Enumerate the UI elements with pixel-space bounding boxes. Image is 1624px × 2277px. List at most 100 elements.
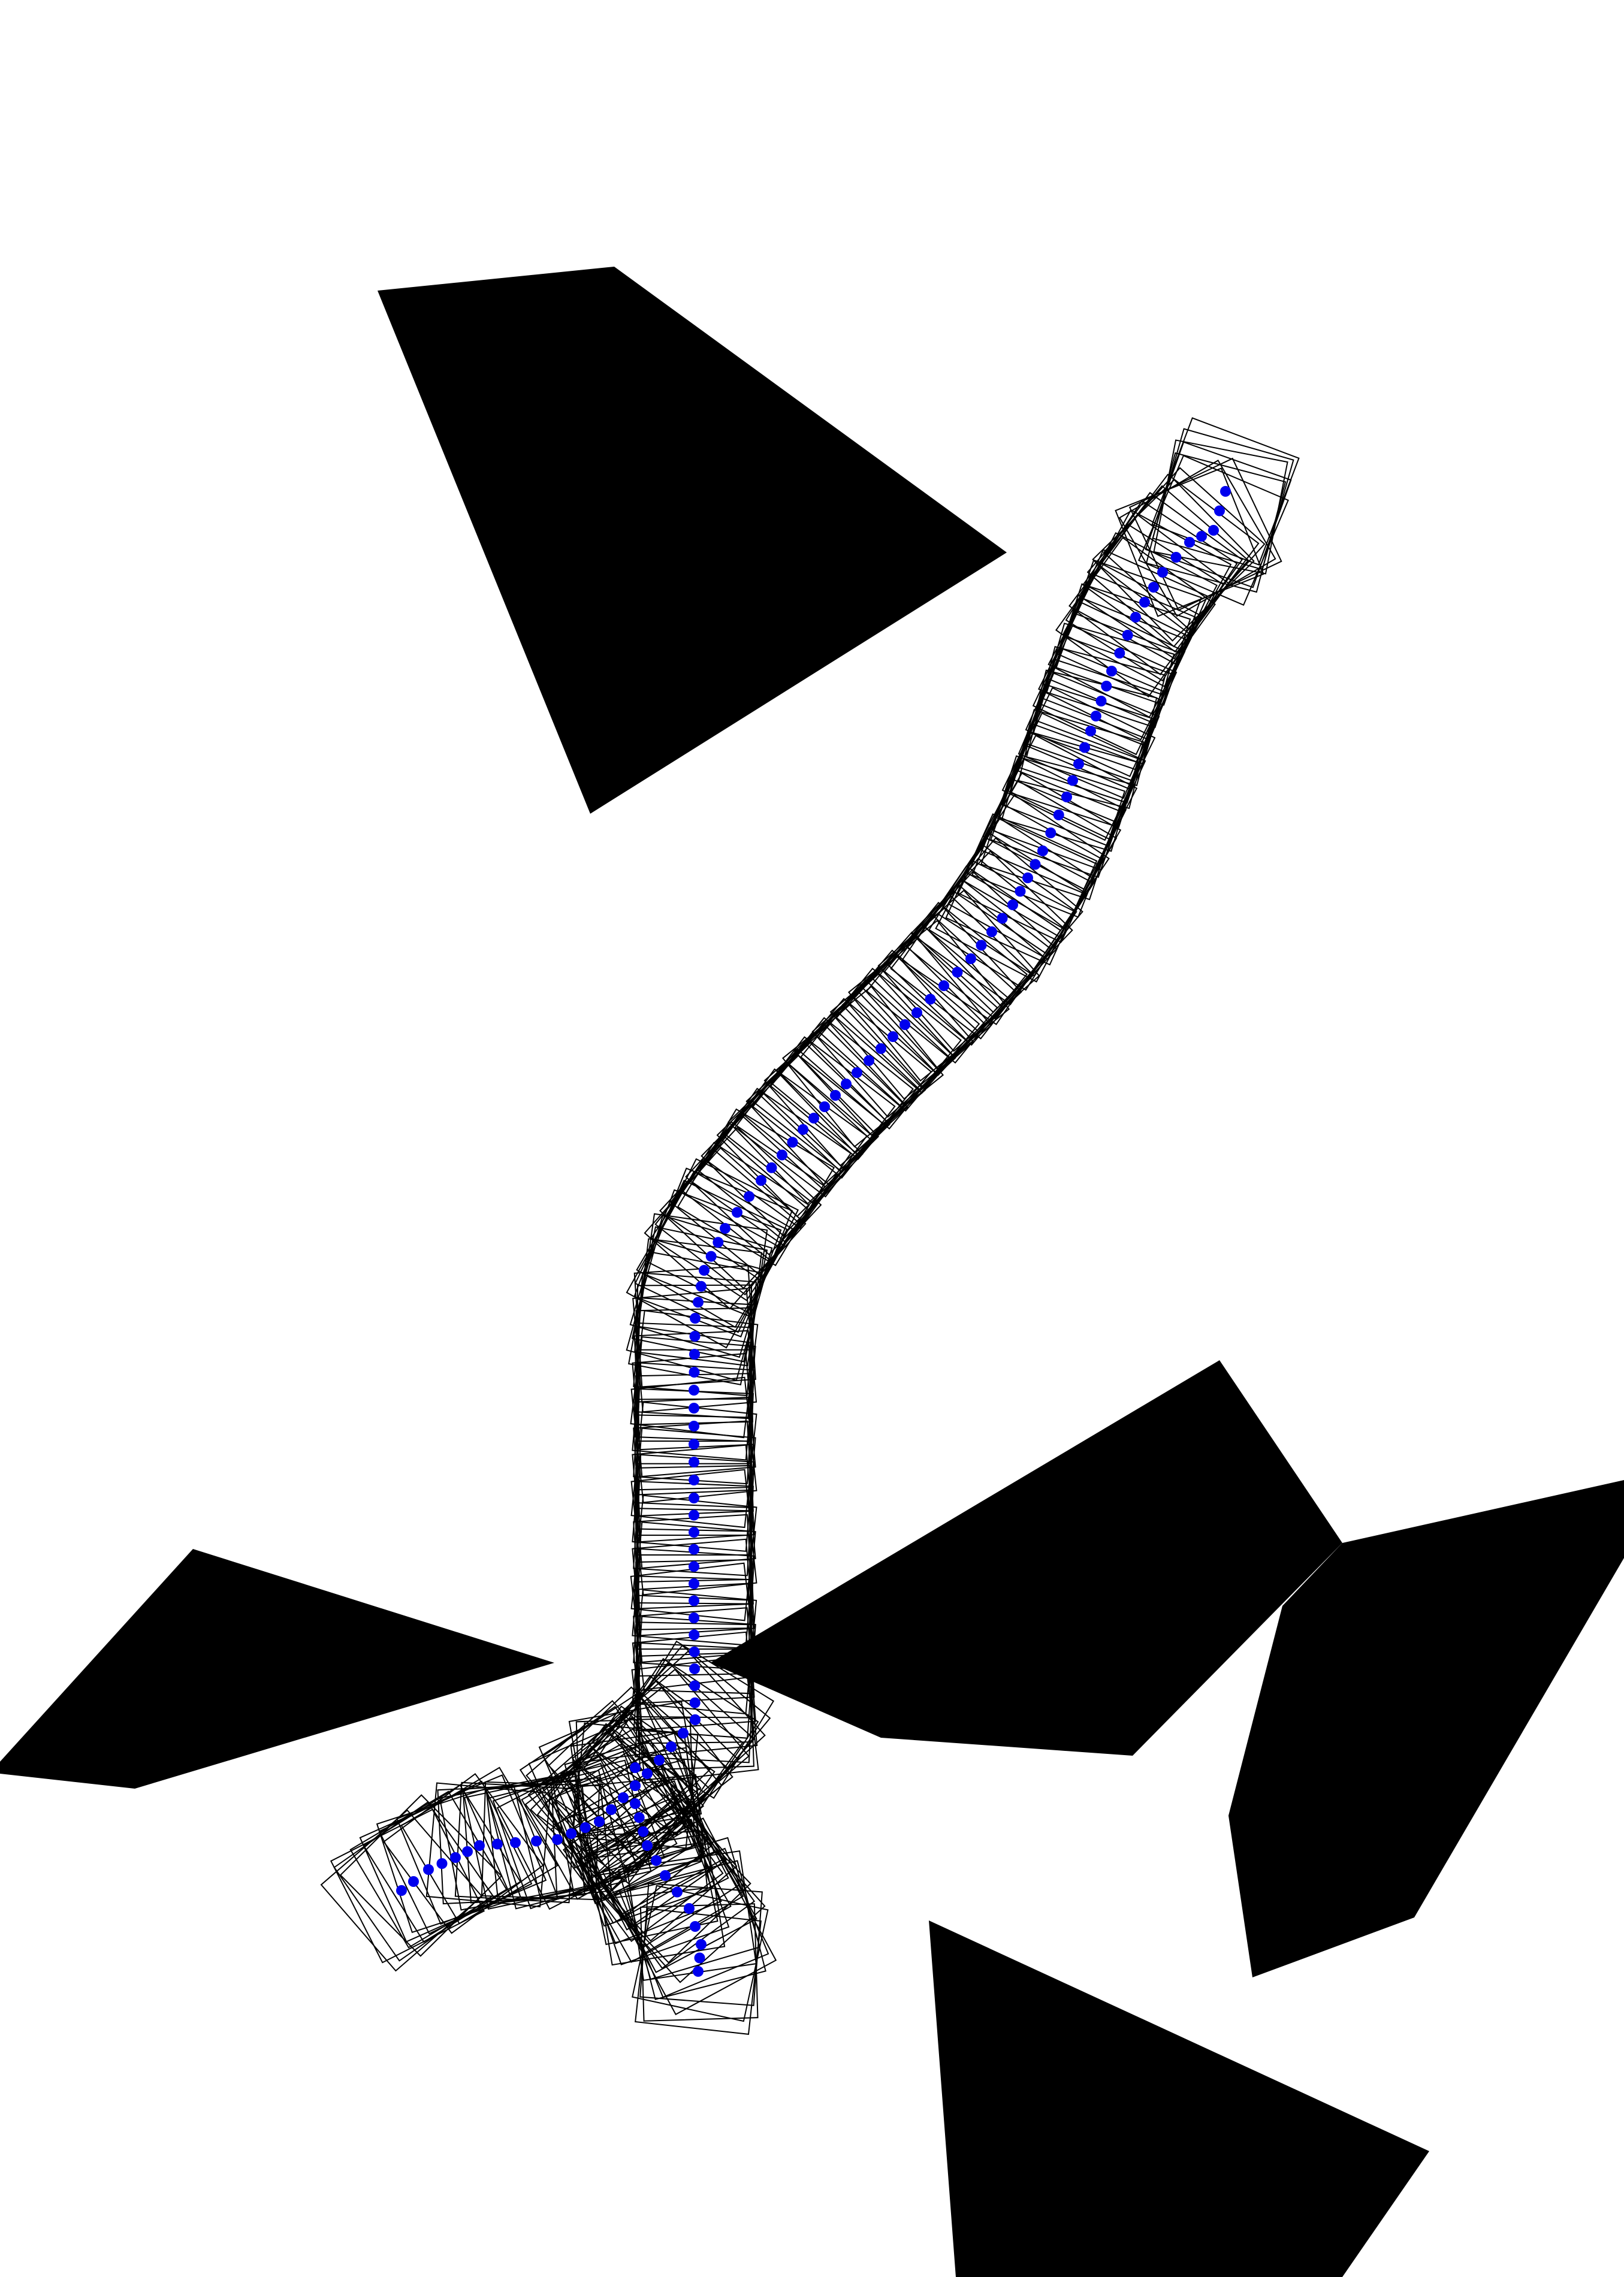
path-waypoint — [689, 1697, 701, 1708]
path-waypoint — [830, 1090, 841, 1101]
path-waypoint — [1061, 792, 1072, 802]
path-waypoint — [732, 1207, 742, 1218]
path-waypoint — [689, 1509, 699, 1521]
path-waypoint — [965, 953, 976, 964]
path-waypoint — [1130, 612, 1141, 623]
path-waypoint — [694, 1952, 705, 1964]
robot-footprint — [635, 1508, 753, 1626]
robot-footprint-layer — [320, 417, 1300, 2035]
path-waypoint — [510, 1837, 521, 1848]
path-waypoint — [1101, 681, 1112, 691]
path-waypoint — [684, 1903, 695, 1914]
path-waypoint — [672, 1886, 683, 1898]
path-waypoint — [693, 1297, 704, 1308]
path-waypoint — [642, 1840, 653, 1851]
path-waypoint — [899, 1019, 910, 1030]
path-waypoint — [938, 980, 949, 991]
path-waypoint — [492, 1838, 503, 1850]
path-waypoint — [1184, 537, 1195, 548]
path-waypoint — [423, 1864, 434, 1875]
path-waypoint — [1053, 810, 1064, 820]
path-waypoint — [696, 1281, 707, 1292]
path-waypoint — [1170, 552, 1182, 563]
path-waypoint — [699, 1265, 710, 1276]
path-waypoint — [808, 1113, 819, 1124]
path-waypoint — [1015, 886, 1026, 897]
path-waypoint-layer — [396, 486, 1231, 1977]
path-waypoint — [986, 926, 997, 937]
path-waypoint — [1067, 775, 1078, 786]
path-waypoint — [1030, 859, 1041, 870]
path-waypoint — [651, 1855, 662, 1866]
obstacle-center-right — [710, 1360, 1342, 1756]
robot-footprint — [1078, 500, 1238, 660]
path-waypoint — [1045, 828, 1056, 838]
path-waypoint — [689, 1457, 699, 1467]
obstacle-layer — [0, 267, 1624, 2277]
path-waypoint — [952, 967, 963, 978]
path-waypoint — [630, 1798, 641, 1809]
path-waypoint — [689, 1612, 699, 1623]
robot-footprint — [1151, 417, 1300, 566]
robot-footprint — [333, 1801, 494, 1962]
path-waypoint — [693, 1966, 704, 1977]
robot-footprint — [1001, 697, 1151, 847]
path-waypoint — [678, 1728, 689, 1739]
path-waypoint — [689, 1421, 699, 1432]
path-waypoint — [689, 1349, 700, 1360]
robot-footprint — [425, 1782, 551, 1908]
path-waypoint — [690, 1313, 701, 1324]
path-waypoint — [1148, 582, 1159, 593]
path-waypoint — [1114, 648, 1125, 659]
robot-footprint — [330, 1808, 485, 1964]
path-waypoint — [696, 1939, 707, 1950]
path-waypoint — [689, 1544, 699, 1555]
path-waypoint — [689, 1680, 701, 1692]
path-waypoint — [1122, 630, 1133, 641]
path-waypoint — [630, 1780, 641, 1791]
path-waypoint — [660, 1870, 671, 1881]
path-waypoint — [1095, 696, 1107, 706]
path-waypoint — [1007, 899, 1018, 910]
robot-footprint — [1103, 467, 1266, 630]
path-waypoint — [1085, 726, 1096, 736]
path-waypoint — [798, 1124, 808, 1135]
robot-footprint — [519, 1705, 680, 1866]
path-waypoint — [654, 1754, 665, 1766]
robot-footprint — [971, 768, 1121, 918]
path-waypoint — [450, 1852, 461, 1863]
path-waypoint — [689, 1663, 700, 1674]
path-waypoint — [756, 1175, 766, 1186]
path-waypoint — [566, 1828, 577, 1839]
path-waypoint — [1214, 505, 1225, 517]
path-waypoint — [705, 1251, 717, 1262]
path-waypoint — [633, 1812, 645, 1823]
path-waypoint — [925, 993, 936, 1005]
path-waypoint — [997, 913, 1008, 924]
path-waypoint — [876, 1043, 886, 1054]
path-waypoint — [462, 1846, 473, 1857]
path-waypoint — [630, 1762, 641, 1773]
path-waypoint — [689, 1578, 699, 1589]
path-waypoint — [787, 1137, 798, 1148]
path-waypoint — [852, 1067, 862, 1078]
path-waypoint — [864, 1055, 874, 1066]
path-waypoint — [689, 1439, 699, 1449]
path-waypoint — [436, 1858, 448, 1869]
path-waypoint — [819, 1101, 830, 1112]
robot-footprint — [582, 1819, 730, 1965]
robot-footprint — [581, 1774, 708, 1901]
path-waypoint — [689, 1403, 699, 1414]
path-waypoint — [689, 1629, 700, 1641]
robot-footprint — [382, 1772, 544, 1934]
path-waypoint — [666, 1741, 677, 1752]
path-waypoint — [744, 1191, 754, 1202]
path-waypoint — [594, 1816, 605, 1827]
path-waypoint — [1106, 666, 1117, 677]
path-waypoint — [777, 1149, 787, 1161]
path-waypoint — [689, 1527, 699, 1538]
path-waypoint — [976, 940, 987, 951]
path-waypoint — [638, 1826, 649, 1837]
robot-footprint — [620, 1859, 777, 2016]
